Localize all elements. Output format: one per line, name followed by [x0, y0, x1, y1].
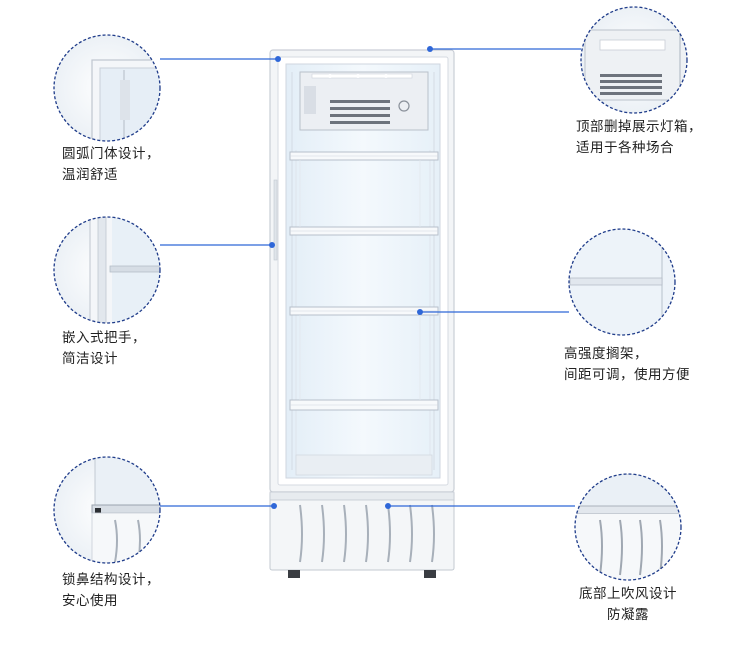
caption-top-lightbox-line-1: 顶部删掉展示灯箱， [576, 119, 702, 135]
zoom-circle-handle [53, 216, 161, 324]
leader-lines [160, 48, 581, 507]
zoom-circle-shelves [568, 228, 676, 336]
caption-bottom-airflow-line-2: 防凝露 [607, 607, 649, 623]
caption-embedded-handle: 嵌入式把手， 简洁设计 [62, 328, 146, 370]
top-light-box [299, 71, 429, 131]
zoom-circle-lock [53, 456, 161, 564]
caption-bottom-airflow-line-1: 底部上吹风设计 [579, 586, 677, 602]
caption-embedded-handle-line-1: 嵌入式把手， [62, 330, 146, 346]
caption-lock-structure-line-2: 安心使用 [62, 593, 118, 609]
caption-top-lightbox-line-2: 适用于各种场合 [576, 140, 674, 156]
caption-curved-door-line-1: 圆弧门体设计， [62, 146, 160, 162]
caption-curved-door-line-2: 温润舒适 [62, 167, 118, 183]
caption-shelves: 高强度搁架， 间距可调，使用方便 [564, 344, 690, 386]
zoom-circle-top-lightbox [580, 6, 688, 114]
caption-lock-structure: 锁鼻结构设计， 安心使用 [62, 570, 160, 612]
fridge-base [269, 491, 455, 578]
zoom-circle-curved-door [53, 34, 161, 142]
caption-top-lightbox: 顶部删掉展示灯箱， 适用于各种场合 [576, 117, 702, 159]
zoom-circle-bottom-airflow [574, 473, 682, 581]
caption-shelves-line-1: 高强度搁架， [564, 346, 648, 362]
caption-lock-structure-line-1: 锁鼻结构设计， [62, 572, 160, 588]
caption-curved-door: 圆弧门体设计， 温润舒适 [62, 144, 160, 186]
door-handle [273, 179, 278, 261]
leader-dots [269, 46, 433, 509]
caption-shelves-line-2: 间距可调，使用方便 [564, 367, 690, 383]
caption-bottom-airflow: 底部上吹风设计 防凝露 [566, 584, 690, 626]
caption-embedded-handle-line-2: 简洁设计 [62, 351, 118, 367]
fridge-body [269, 49, 455, 578]
